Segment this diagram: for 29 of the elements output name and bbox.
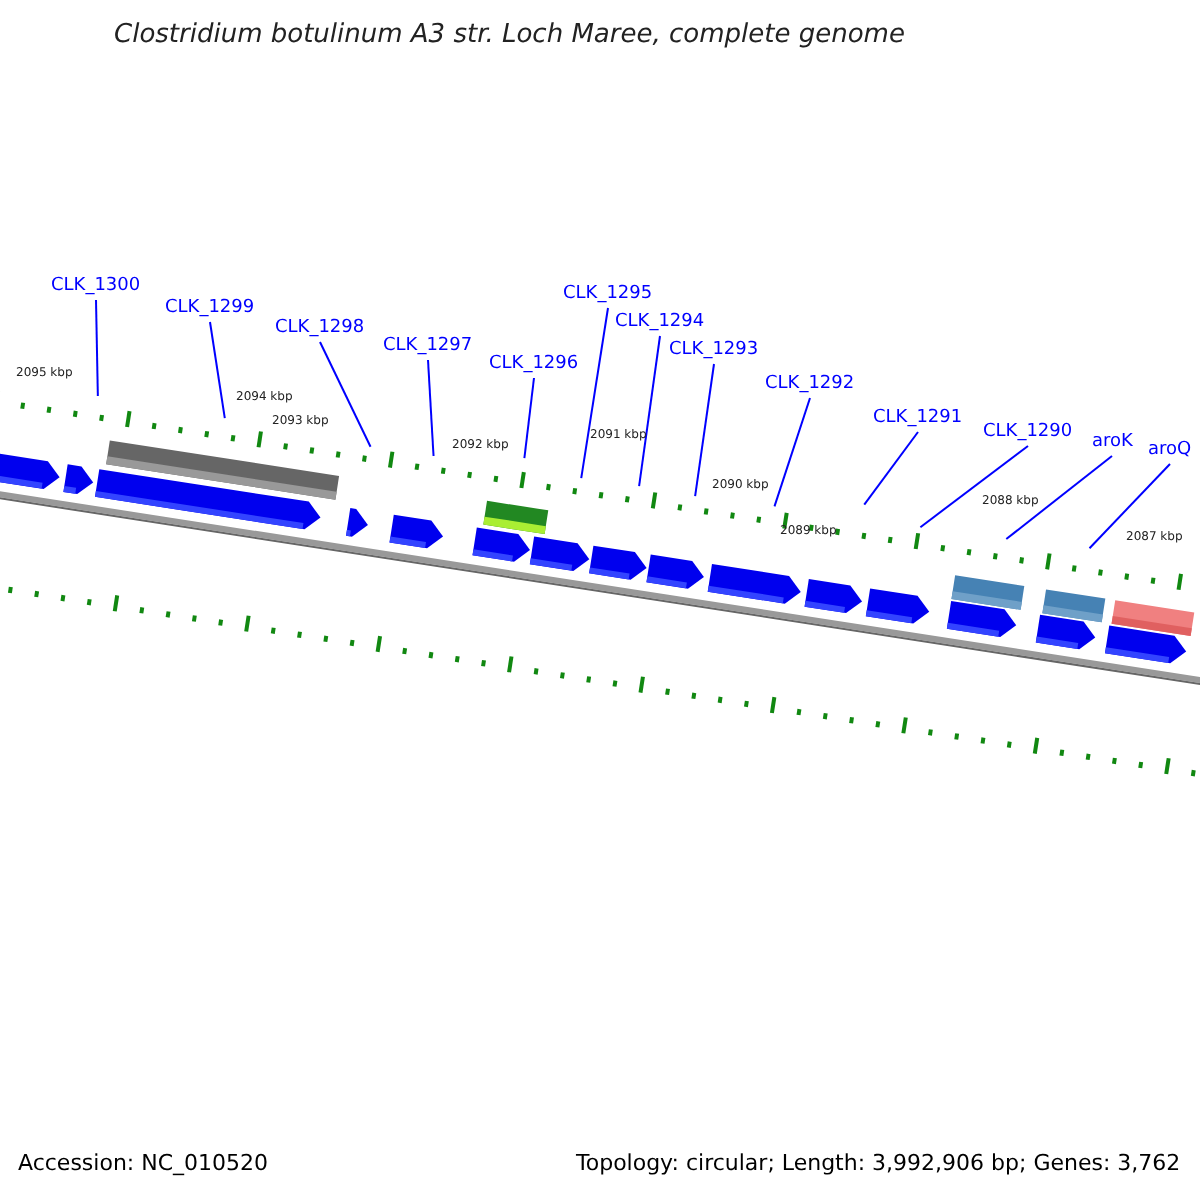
- leader-line: [1088, 463, 1171, 550]
- gene-label: CLK_1296: [489, 356, 579, 374]
- leader-line: [523, 377, 535, 460]
- leader-line: [773, 397, 811, 508]
- leader-line: [638, 335, 661, 488]
- gene-label: CLK_1299: [165, 300, 255, 318]
- gene-label: CLK_1298: [275, 320, 365, 338]
- gene-label: CLK_1295: [563, 286, 653, 304]
- gene-label: CLK_1294: [615, 314, 705, 332]
- footer-text: Accession: NC_010520: [18, 1152, 269, 1174]
- gene-label: CLK_1291: [873, 410, 963, 428]
- leader-line: [580, 307, 609, 480]
- gene-label: aroK: [1092, 434, 1133, 452]
- gene-label: CLK_1293: [669, 342, 759, 360]
- leader-line: [919, 445, 1029, 529]
- leader-line: [694, 363, 715, 498]
- leader-line: [95, 299, 99, 397]
- leader-line: [1005, 455, 1113, 541]
- title: Clostridium botulinum A3 str. Loch Maree, complete genome: [114, 22, 905, 48]
- leader-line: [863, 431, 919, 506]
- leader-line: [427, 359, 435, 457]
- gene-label: CLK_1292: [765, 376, 855, 394]
- gene-label: CLK_1290: [983, 424, 1073, 442]
- footer-text: Topology: circular; Length: 3,992,906 bp; Genes: 3,762: [576, 1152, 1181, 1174]
- gene-label: aroQ: [1148, 442, 1192, 460]
- gene-label: CLK_1300: [51, 278, 141, 296]
- leader-line: [319, 341, 372, 448]
- leader-line: [209, 321, 226, 420]
- gene-label: CLK_1297: [383, 338, 473, 356]
